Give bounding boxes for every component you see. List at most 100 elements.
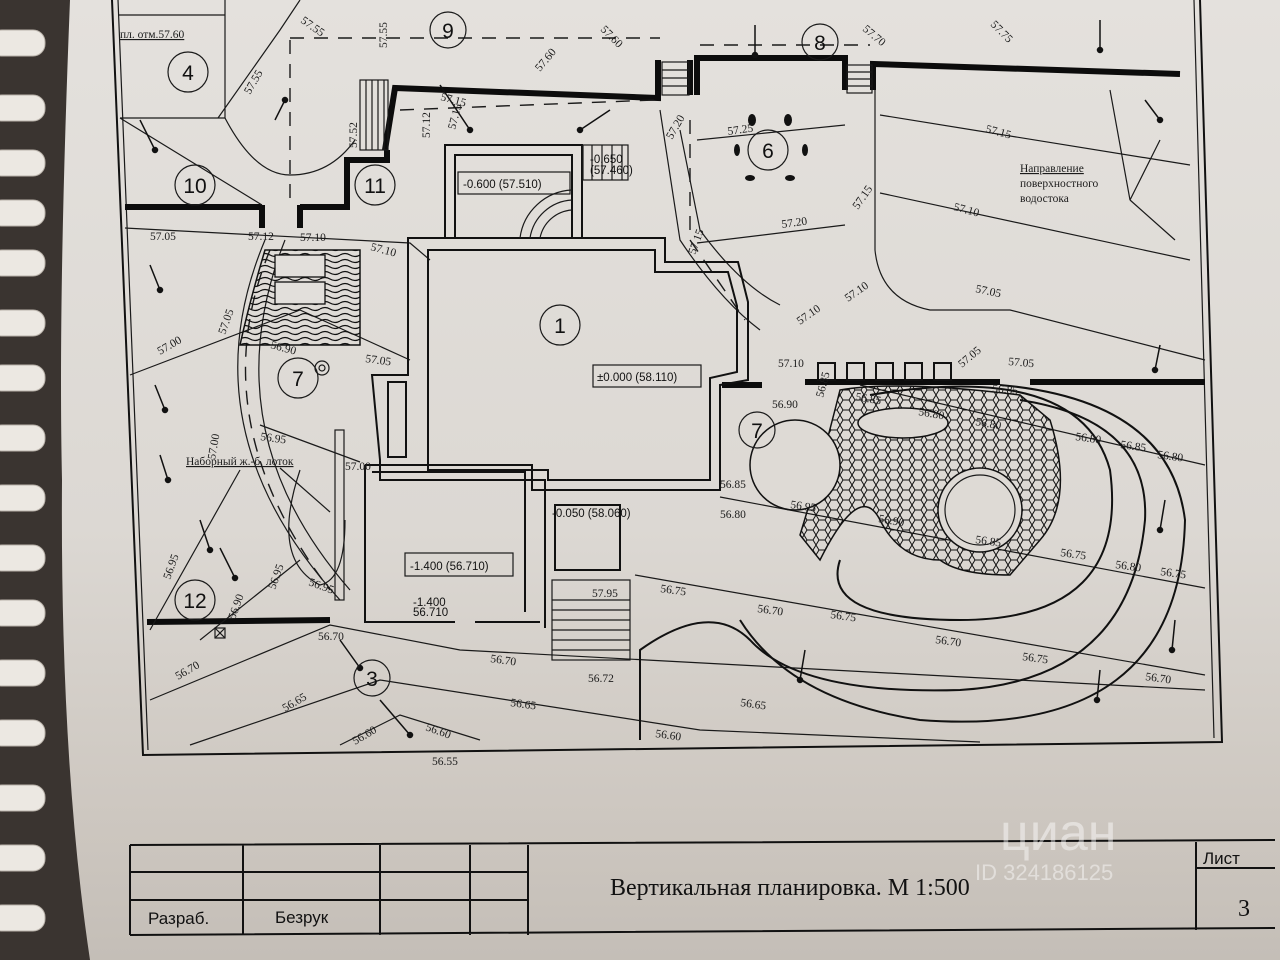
elevation-label: 56.65 bbox=[281, 691, 310, 714]
arrow-head bbox=[1156, 526, 1164, 534]
elevation-label: 57.05 bbox=[365, 353, 393, 369]
zone-circle bbox=[167, 51, 209, 93]
bench-squares bbox=[817, 362, 952, 381]
elevation-label: 57.20 bbox=[664, 113, 687, 142]
arrow-head bbox=[466, 126, 474, 134]
zone-4-outline bbox=[118, 0, 301, 206]
watermark-id: ID 324186125 bbox=[975, 860, 1113, 885]
flow-arrow bbox=[154, 384, 166, 411]
zone-circle bbox=[174, 579, 216, 621]
flow-arrow bbox=[339, 639, 361, 669]
level-basement: -1.400 (56.710) bbox=[410, 561, 489, 573]
elevation-label: 57.95 bbox=[592, 588, 618, 600]
sheet-label: Лист bbox=[1203, 849, 1240, 868]
binder-coil bbox=[0, 904, 46, 932]
elevation-label: 56.65 bbox=[740, 697, 768, 713]
elevation-label: 56.80 bbox=[1075, 431, 1103, 447]
binder-coil bbox=[0, 659, 46, 687]
elevation-label: 56.65 bbox=[510, 697, 538, 713]
flow-arrow bbox=[219, 547, 236, 579]
zone-circle bbox=[539, 304, 581, 346]
note-line: поверхностного bbox=[1020, 178, 1099, 190]
elevation-label: 57.20 bbox=[781, 215, 809, 231]
level-basement-small-abs: 56.710 bbox=[413, 607, 448, 619]
zone-circle bbox=[354, 164, 396, 206]
elevation-label: 56.90 bbox=[877, 513, 905, 529]
binder-coil bbox=[0, 94, 46, 122]
elevation-label: 57.60 bbox=[533, 46, 559, 74]
arrow-head bbox=[164, 476, 172, 484]
basement-block bbox=[364, 464, 631, 661]
elevation-label: 57.15 bbox=[851, 183, 876, 211]
binder-coil bbox=[0, 424, 46, 452]
drain-direction-note: Направление поверхностного водостока bbox=[1020, 163, 1099, 205]
zone-number: 7 bbox=[292, 368, 304, 391]
zone-number: 12 bbox=[183, 590, 206, 613]
arrow-head bbox=[156, 286, 164, 294]
elevation-label: 56.95 bbox=[790, 499, 818, 515]
elevation-label: 56.75 bbox=[660, 583, 688, 599]
zone-number: 6 bbox=[762, 140, 774, 163]
arrow-head bbox=[206, 546, 214, 554]
elevation-label: 56.95 bbox=[260, 431, 288, 447]
arrow-head bbox=[1168, 646, 1176, 654]
arrow-head bbox=[1156, 116, 1164, 124]
elevation-label: 57.12 bbox=[248, 231, 274, 243]
elevation-label: 57.10 bbox=[778, 358, 804, 370]
elevation-label: 57.55 bbox=[242, 68, 265, 97]
drainage-lines bbox=[244, 37, 870, 591]
elevation-label: 56.80 bbox=[974, 416, 1002, 432]
elevation-label: 56.95 bbox=[307, 577, 336, 597]
flow-arrow bbox=[439, 84, 471, 131]
elevation-label: 56.85 bbox=[975, 534, 1003, 550]
binder-coil bbox=[0, 719, 46, 747]
binder-coil bbox=[0, 29, 46, 57]
elevation-label: 57.05 bbox=[956, 344, 984, 370]
gazebo-seats bbox=[734, 114, 808, 181]
elevation-label: 57.10 bbox=[300, 232, 326, 244]
binder-coil bbox=[0, 309, 46, 337]
retaining-walls bbox=[125, 55, 1205, 625]
flow-arrow bbox=[274, 99, 286, 121]
zone-circle bbox=[738, 411, 776, 449]
flow-arrow bbox=[1159, 499, 1166, 531]
flow-arrow bbox=[579, 109, 611, 131]
zone-number: 7 bbox=[751, 420, 763, 443]
role-label: Разраб. bbox=[148, 909, 209, 928]
elevation-label: 56.90 bbox=[227, 592, 247, 621]
binder-coil bbox=[0, 249, 46, 277]
flow-arrow bbox=[799, 649, 806, 681]
elevation-label: 57.05 bbox=[150, 231, 176, 243]
elevation-label: 56.85 bbox=[992, 383, 1019, 397]
arrow-head bbox=[1151, 366, 1159, 374]
binder-coil bbox=[0, 484, 46, 512]
zone-number: 10 bbox=[183, 175, 206, 198]
flow-arrow bbox=[1154, 344, 1161, 371]
elevation-label: 56.60 bbox=[424, 722, 453, 742]
flow-arrow bbox=[1144, 99, 1161, 121]
arrow-head bbox=[796, 676, 804, 684]
elevation-label: 57.00 bbox=[206, 433, 222, 461]
title-block: Разраб. Безрук Вертикальная планировка. … bbox=[129, 839, 1276, 936]
garden-paths bbox=[224, 90, 1206, 601]
sheet-number: 3 bbox=[1238, 896, 1250, 922]
arrow-head bbox=[1093, 696, 1101, 704]
elevation-label: 56.75 bbox=[1160, 566, 1188, 582]
elevation-label: 57.10 bbox=[795, 303, 823, 328]
elevation-label: 56.70 bbox=[935, 634, 963, 650]
elevation-label: 56.85 bbox=[720, 479, 746, 491]
level-basement-small: -1.400 bbox=[413, 597, 446, 609]
zone-circle bbox=[747, 129, 789, 171]
binder-coil bbox=[0, 149, 46, 177]
elevation-label: 56.95 bbox=[162, 552, 182, 581]
elevation-label: 57.10 bbox=[369, 241, 397, 259]
elevation-label: 57.00 bbox=[156, 334, 185, 357]
elevation-label: 56.80 bbox=[917, 406, 945, 422]
watermark: циан ID 324186125 bbox=[975, 804, 1116, 885]
main-building bbox=[370, 237, 749, 491]
flow-arrows bbox=[139, 20, 1176, 739]
binder-coil bbox=[0, 544, 46, 572]
zone-circle bbox=[277, 357, 319, 399]
